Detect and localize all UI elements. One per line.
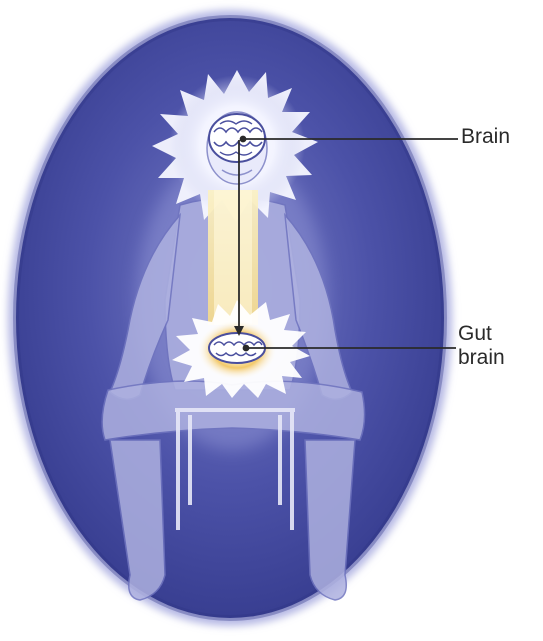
gut-brain-label-line2: brain [458,346,542,370]
energy-beam [208,190,258,325]
brain-graphic [209,114,265,162]
brain-label: Brain [461,125,510,149]
gut-brain-label: Gut brain [458,322,542,370]
gut-brain-label-line1: Gut [458,322,542,346]
